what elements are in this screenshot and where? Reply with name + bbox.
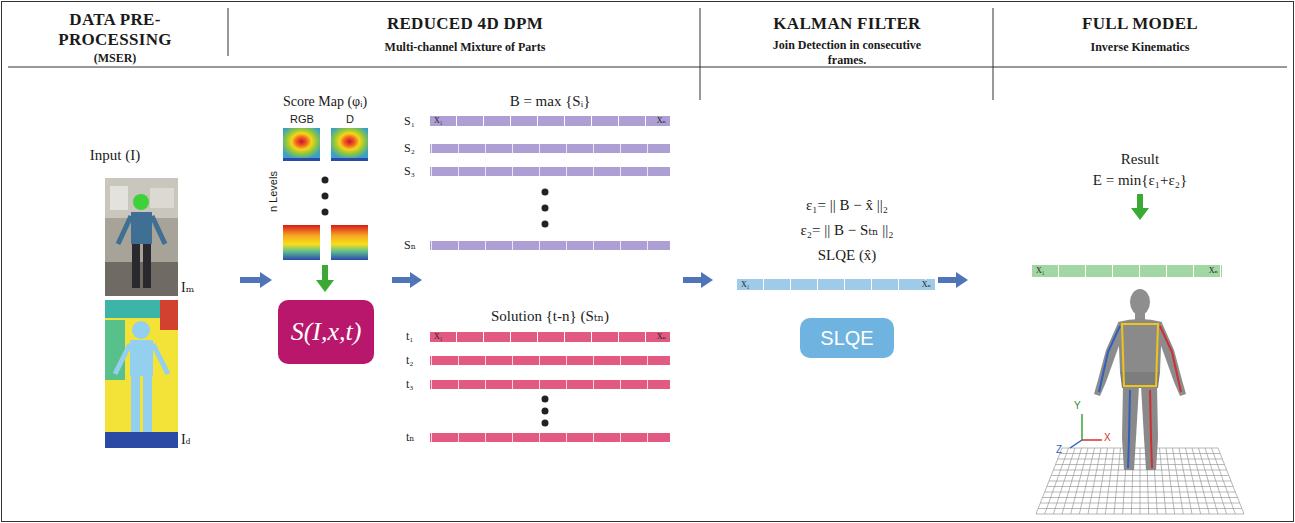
down-arrows (316, 194, 1149, 292)
row-label: S₁ (404, 114, 428, 128)
estimate-bar: X₁ Xₙ (737, 279, 935, 290)
bar-end-label: Xₙ (921, 280, 932, 290)
column-subtitle: Inverse Kinematics (995, 40, 1285, 55)
formula: E = min{ε₁+ε₂} (1040, 171, 1240, 189)
row-label: t₂ (406, 353, 430, 367)
column-divider (228, 8, 229, 56)
score-bars (430, 144, 670, 250)
rgb-photo (105, 178, 178, 296)
axis-label: Y (1074, 400, 1086, 412)
solution-bar: X₁ Xₙ (430, 332, 670, 342)
row-label: S₂ (404, 141, 428, 155)
bar-end-label: X₁ (433, 116, 444, 126)
formula: ε₂= || B − Sₜₙ ||₂ (705, 221, 989, 239)
bar-end-label: Xₙ (656, 332, 667, 342)
formula: SLQE (x̂) (705, 246, 989, 264)
bar-end-label: X₁ (1035, 266, 1046, 276)
formula: ε₁= || B − x̂ ||₂ (705, 196, 989, 214)
score-bar: X₁ Xₙ (430, 116, 670, 126)
column-divider (700, 8, 701, 100)
image-label: Iₘ (181, 280, 205, 297)
channel-label: RGB (281, 113, 323, 126)
depth-image (105, 300, 178, 448)
column-title: DATA PRE-PROCESSING (30, 10, 200, 50)
row-label: S₃ (404, 164, 428, 178)
image-label: Id (181, 432, 205, 449)
levels-label: n Levels (267, 162, 280, 222)
floor-grid (1036, 448, 1244, 514)
axis-label: X (1104, 432, 1116, 444)
process-box: S(I,x,t) (278, 300, 374, 364)
solution-label: Solution {t-n} (Sₜₙ) (430, 307, 670, 325)
row-label: Sₙ (404, 238, 428, 252)
row-label: t₃ (406, 377, 430, 391)
box-label: S(I,x,t) (291, 317, 362, 347)
box-label: SLQE (820, 327, 873, 350)
filter-box: SLQE (800, 318, 894, 358)
bar-end-label: X₁ (740, 280, 751, 290)
formula: B = max {Sᵢ} (430, 92, 670, 110)
solution-bars (430, 356, 670, 442)
column-subtitle: Multi-channel Mixture of Parts (230, 40, 700, 55)
header-rule (8, 67, 1287, 68)
column-subtitle: (MSER) (30, 51, 200, 66)
human-model (1094, 289, 1186, 470)
column-divider (993, 8, 994, 100)
column-title: KALMAN FILTER (702, 14, 992, 34)
input-label: Input (I) (60, 146, 170, 164)
bar-end-label: Xₙ (656, 116, 667, 126)
result-bar: X₁ Xₙ (1032, 265, 1222, 277)
score-maps (283, 128, 368, 260)
row-label: t₁ (406, 329, 430, 343)
column-title: REDUCED 4D DPM (230, 14, 700, 34)
score-map-label: Score Map (φᵢ) (245, 94, 405, 111)
axes (1070, 414, 1102, 448)
column-subtitle: Join Detection in consecutive frames. (762, 38, 932, 68)
row-label: tₙ (406, 430, 430, 444)
result-label: Result (1040, 150, 1240, 168)
bar-end-label: X₁ (433, 332, 444, 342)
column-title: FULL MODEL (995, 14, 1285, 34)
bar-end-label: Xₙ (1208, 266, 1219, 276)
axis-label: Z (1056, 444, 1068, 456)
channel-label: D (329, 113, 371, 126)
